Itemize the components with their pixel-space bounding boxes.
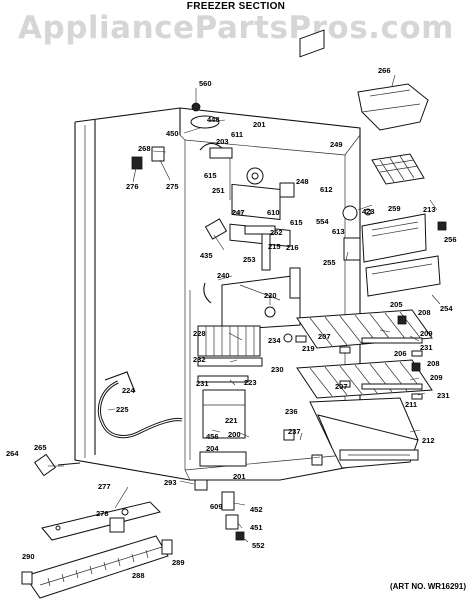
lower-wire-shelf <box>296 359 433 399</box>
defrost-heater-loop <box>97 371 183 439</box>
callout-220: 220 <box>264 291 277 300</box>
callout-228: 228 <box>193 329 206 338</box>
leader-lines <box>48 74 441 543</box>
thermostat-control-group <box>190 29 325 248</box>
callout-231-right: 231 <box>437 391 450 400</box>
callout-208-bottom: 208 <box>427 359 440 368</box>
callout-232: 232 <box>193 355 206 364</box>
callout-293: 293 <box>164 478 177 487</box>
callout-231-left: 231 <box>196 379 209 388</box>
callout-423: 423 <box>362 207 375 216</box>
callout-265: 265 <box>34 443 47 452</box>
callout-209-top: 209 <box>420 329 433 338</box>
callout-223: 223 <box>244 378 257 387</box>
ice-tray <box>371 153 425 185</box>
callout-219: 219 <box>302 344 315 353</box>
callout-240: 240 <box>217 271 230 280</box>
callout-552: 552 <box>252 541 265 550</box>
callout-234: 234 <box>268 336 281 345</box>
callout-610: 610 <box>267 208 280 217</box>
callout-207-bottom: 207 <box>335 382 348 391</box>
callout-201-top: 201 <box>253 120 266 129</box>
callout-253: 253 <box>243 255 256 264</box>
callout-201-bottom: 201 <box>233 472 246 481</box>
art-number: (ART NO. WR16291) <box>389 582 466 591</box>
callout-209-bottom: 209 <box>430 373 443 382</box>
callout-554: 554 <box>316 217 329 226</box>
callout-288: 288 <box>132 571 145 580</box>
callout-205: 205 <box>390 300 403 309</box>
callout-268: 268 <box>138 144 151 153</box>
callout-200: 200 <box>228 430 241 439</box>
callout-452: 452 <box>250 505 263 514</box>
callout-237: 237 <box>288 427 301 436</box>
freezer-basket <box>309 397 419 469</box>
callout-216: 216 <box>286 243 299 252</box>
callout-230: 230 <box>271 365 284 374</box>
callout-251: 251 <box>212 186 225 195</box>
callout-248: 248 <box>296 177 309 186</box>
evaporator-cover <box>203 233 301 343</box>
callout-225: 225 <box>116 405 129 414</box>
callout-277: 277 <box>98 482 111 491</box>
callout-435: 435 <box>200 251 213 260</box>
callout-203: 203 <box>216 137 229 146</box>
callout-259: 259 <box>388 204 401 213</box>
callout-211: 211 <box>405 400 417 409</box>
callout-266: 266 <box>378 66 391 75</box>
callout-236: 236 <box>285 407 298 416</box>
light-socket-group <box>131 146 276 240</box>
callout-207-top: 207 <box>318 332 331 341</box>
callout-264: 264 <box>6 449 19 458</box>
callout-252: 252 <box>270 228 283 237</box>
upper-wire-shelf <box>296 309 433 349</box>
callout-247: 247 <box>232 208 245 217</box>
callout-290: 290 <box>22 552 35 561</box>
callout-289: 289 <box>172 558 185 567</box>
fan-motor <box>342 205 372 261</box>
callout-456: 456 <box>206 432 219 441</box>
callout-231-top: 231 <box>420 343 433 352</box>
toe-grille-rail <box>21 501 173 599</box>
callout-213: 213 <box>423 205 436 214</box>
callout-249: 249 <box>330 140 343 149</box>
callout-560: 560 <box>199 79 212 88</box>
callout-206: 206 <box>394 349 407 358</box>
callout-208-top: 208 <box>418 308 431 317</box>
callout-256: 256 <box>444 235 457 244</box>
callout-221: 221 <box>225 416 238 425</box>
callout-278: 278 <box>96 509 109 518</box>
callout-276: 276 <box>126 182 139 191</box>
callout-451: 451 <box>250 523 263 532</box>
callout-613: 613 <box>332 227 345 236</box>
callout-254: 254 <box>440 304 453 313</box>
callout-275: 275 <box>166 182 179 191</box>
callout-448: 448 <box>207 115 220 124</box>
callout-224: 224 <box>122 386 135 395</box>
callout-615-mid: 615 <box>290 218 303 227</box>
callout-615-top: 615 <box>204 171 217 180</box>
callout-611: 611 <box>231 130 243 139</box>
shelf-supports <box>295 315 423 400</box>
callout-labels: 560 448 450 611 203 201 249 268 275 276 … <box>6 66 457 580</box>
callout-215: 215 <box>268 242 281 251</box>
door-panel <box>361 213 447 297</box>
callout-212: 212 <box>422 436 435 445</box>
drain-fitting <box>33 453 81 477</box>
ice-bin <box>357 83 429 131</box>
callout-609: 609 <box>210 502 223 511</box>
hinge-parts <box>109 429 323 541</box>
watermark: AppliancePartsPros.com <box>18 10 454 46</box>
callout-450: 450 <box>166 129 179 138</box>
section-title: FREEZER SECTION <box>186 1 286 12</box>
callout-612: 612 <box>320 185 333 194</box>
callout-255: 255 <box>323 258 336 267</box>
callout-204: 204 <box>206 444 219 453</box>
